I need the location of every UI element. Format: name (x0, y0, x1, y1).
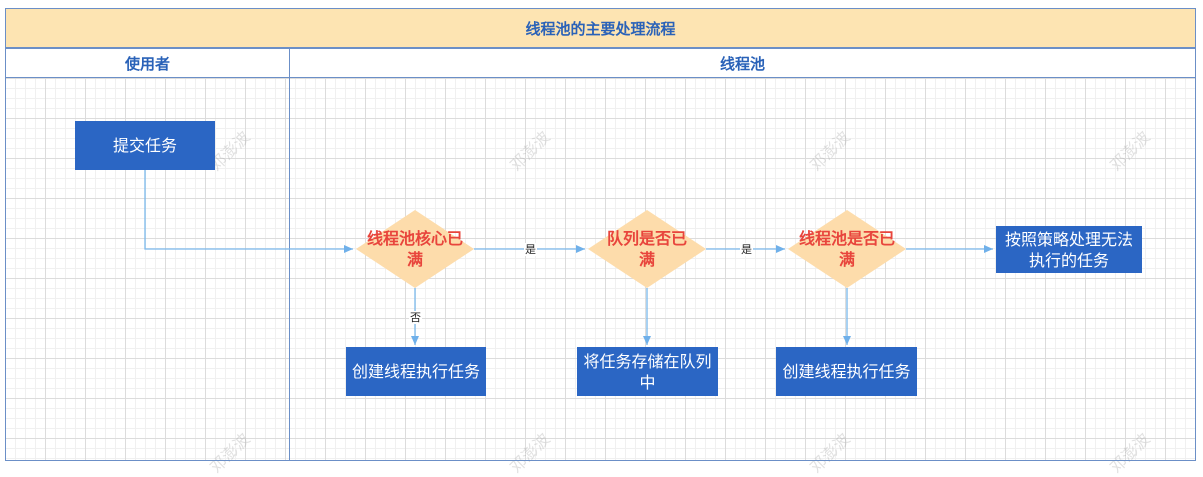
decision-queue-full: 队列是否已满 (606, 229, 687, 269)
submit-task-node: 提交任务 (75, 121, 215, 170)
create-thread-node: 创建线程执行任务 (776, 347, 917, 396)
decision-diamond-core (356, 210, 474, 288)
create-thread-node: 创建线程执行任务 (346, 347, 486, 396)
edge-label-yes: 是 (740, 243, 753, 256)
lane-divider (289, 48, 290, 461)
decision-diamond-queue (588, 210, 706, 288)
reject-policy-node: 按照策略处理无法执行的任务 (996, 226, 1142, 273)
lane-header-pool: 线程池 (289, 48, 1196, 78)
edge-submit-to-core (144, 170, 353, 253)
lane-header-user: 使用者 (5, 48, 290, 78)
decision-diamond-pool (788, 210, 906, 288)
decision-pool-full: 线程池是否已满 (798, 229, 895, 269)
store-queue-node: 将任务存储在队列中 (577, 347, 718, 396)
edge-label-no: 否 (409, 311, 422, 324)
diagram-title: 线程池的主要处理流程 (5, 8, 1196, 48)
decision-core-full: 线程池核心已满 (366, 229, 463, 269)
edge-label-yes: 是 (524, 243, 537, 256)
